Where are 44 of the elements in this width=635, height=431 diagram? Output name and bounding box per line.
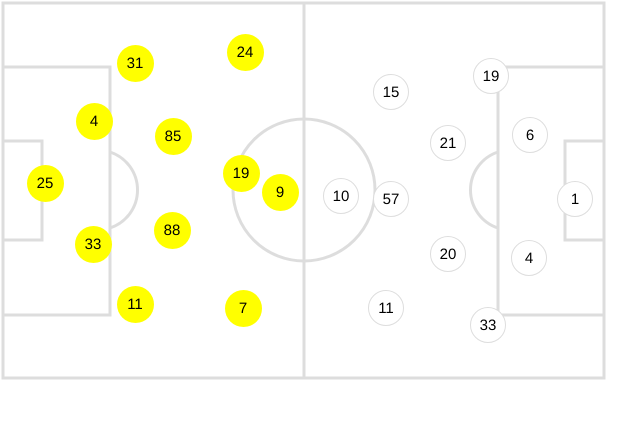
player-number: 31: [126, 56, 144, 70]
player-number: 11: [378, 300, 394, 316]
player-marker: [262, 174, 298, 210]
player-number: 33: [480, 318, 496, 332]
player-marker: [368, 290, 404, 326]
player-number: 4: [524, 250, 534, 266]
player-marker: [154, 118, 192, 154]
player-marker: [512, 117, 548, 153]
player-marker: [430, 236, 466, 272]
player-marker: [116, 286, 154, 322]
player-number: 57: [382, 192, 400, 206]
player-number: 19: [482, 68, 500, 84]
player-number: 85: [164, 128, 182, 144]
player-marker: [473, 58, 509, 94]
player-marker: [116, 44, 154, 82]
player-marker: [76, 102, 112, 140]
player-marker: [430, 125, 466, 161]
player-number: 25: [36, 176, 54, 190]
player-number: 4: [90, 114, 98, 128]
player-number: 11: [127, 296, 143, 312]
player-number: 24: [236, 44, 254, 60]
player-marker: [511, 240, 547, 276]
player-marker: [470, 307, 506, 343]
player-marker: [323, 178, 359, 214]
player-number: 19: [232, 166, 250, 180]
player-number: 15: [382, 84, 400, 100]
player-number: 6: [526, 128, 534, 142]
player-marker: [74, 226, 112, 262]
player-marker: [557, 181, 593, 217]
player-number: 88: [164, 222, 180, 238]
player-number: 33: [84, 236, 102, 252]
player-marker: [224, 290, 262, 326]
player-number: 20: [440, 246, 456, 262]
player-marker: [373, 181, 409, 217]
player-number: 9: [276, 184, 284, 200]
player-number: 1: [570, 192, 580, 206]
player-marker: [222, 154, 260, 192]
player-number: 10: [332, 188, 350, 204]
player-marker: [373, 74, 409, 110]
player-number: 7: [238, 300, 248, 316]
player-marker: [26, 164, 64, 202]
player-marker: [226, 34, 264, 70]
player-marker: [154, 212, 190, 248]
player-number: 21: [440, 136, 456, 150]
